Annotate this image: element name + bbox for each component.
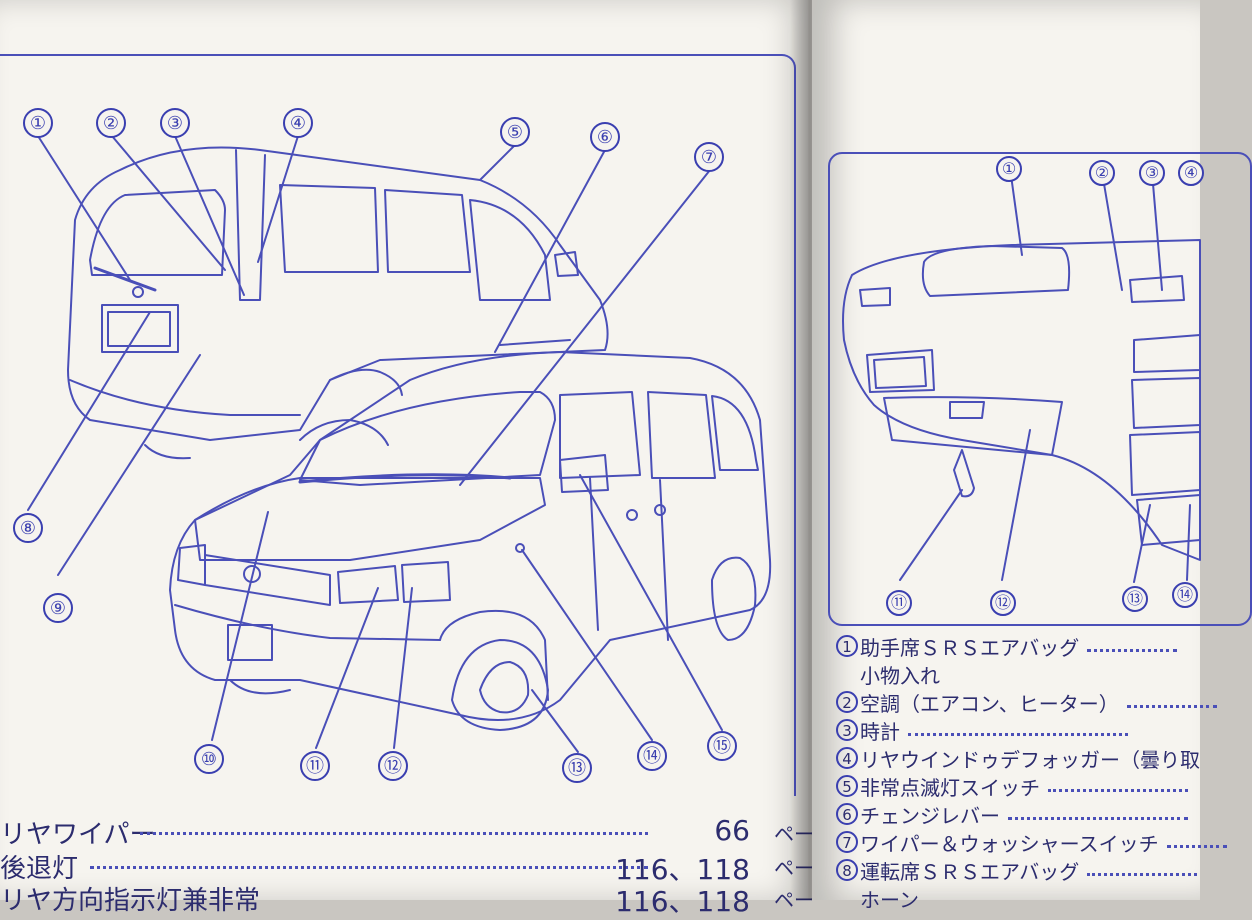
dash-callout-4: ④ xyxy=(1178,160,1204,186)
leader-dots xyxy=(1126,704,1217,708)
callout-3: ③ xyxy=(160,108,190,138)
leader-dots xyxy=(1087,648,1178,652)
legend-row: 5 非常点滅灯スイッチ xyxy=(836,772,1188,800)
legend-number: 8 xyxy=(836,859,858,881)
index-label: リヤ方向指示灯兼非常 xyxy=(0,886,261,916)
legend-number: 1 xyxy=(836,635,858,657)
callout-2: ② xyxy=(96,108,126,138)
legend-label: ホーン xyxy=(860,887,919,912)
index-row: 後退灯 116、118 ペー xyxy=(0,848,814,886)
callout-10: ⑩ xyxy=(194,744,224,774)
legend-row: 4 リヤウインドゥデフォッガー（曇り取 xyxy=(836,744,1200,772)
callout-7: ⑦ xyxy=(694,142,724,172)
legend-number: 7 xyxy=(836,831,858,853)
index-row: リヤワイパー 66 ペー xyxy=(0,814,814,850)
leader-dots xyxy=(1087,872,1198,876)
callout-4: ④ xyxy=(283,108,313,138)
page-unit: ペー xyxy=(774,888,814,912)
legend-number: 6 xyxy=(836,803,858,825)
leader-dots xyxy=(1166,844,1227,848)
legend-row: 7 ワイパー＆ウォッシャースイッチ xyxy=(836,828,1227,856)
dash-callout-1: ① xyxy=(996,156,1022,182)
page-unit: ペー xyxy=(774,852,814,881)
leader-dots xyxy=(1048,788,1188,792)
dash-callout-3: ③ xyxy=(1139,160,1165,186)
callout-1: ① xyxy=(23,108,53,138)
legend-label: リヤウインドゥデフォッガー（曇り取 xyxy=(860,747,1200,772)
left-page: ① ② ③ ④ ⑤ ⑥ ⑦ ⑧ ⑨ ⑩ ⑪ ⑫ ⑬ ⑭ ⑮ リヤワイパー 66 … xyxy=(0,0,814,918)
legend-label: ワイパー＆ウォッシャースイッチ xyxy=(860,831,1159,856)
callout-8: ⑧ xyxy=(13,513,43,543)
legend-row: 6 チェンジレバー xyxy=(836,800,1188,828)
callout-11: ⑪ xyxy=(300,751,330,781)
index-page: 66 xyxy=(714,814,750,847)
legend-row: 小物入れ xyxy=(860,660,940,688)
legend-number: 2 xyxy=(836,691,858,713)
index-page: 116、118 xyxy=(615,885,750,918)
callout-9: ⑨ xyxy=(43,593,73,623)
legend-row: ホーン xyxy=(860,884,919,912)
index-label: リヤワイパー xyxy=(0,820,156,850)
dash-callout-11: ⑪ xyxy=(886,590,912,616)
leader-dots xyxy=(90,866,648,869)
right-page: ① ② ③ ④ ⑪ ⑫ ⑬ ⑭ 1 助手席ＳＲＳエアバッグ 小物入れ 2 空調（… xyxy=(812,0,1252,912)
illustration-frame xyxy=(0,54,796,796)
dash-callout-13: ⑬ xyxy=(1122,586,1148,612)
legend-label: チェンジレバー xyxy=(860,803,1000,828)
callout-6: ⑥ xyxy=(590,122,620,152)
legend-row: 8 運転席ＳＲＳエアバッグ xyxy=(836,856,1198,884)
legend-label: 助手席ＳＲＳエアバッグ xyxy=(860,635,1080,660)
callout-5: ⑤ xyxy=(500,117,530,147)
exterior-illustration xyxy=(27,135,772,753)
dash-callout-14: ⑭ xyxy=(1172,582,1198,608)
legend-number: 3 xyxy=(836,719,858,741)
index-page: 116、118 xyxy=(615,853,750,886)
legend-number: 5 xyxy=(836,775,858,797)
leader-dots xyxy=(140,832,648,835)
leader-dots xyxy=(1008,816,1188,820)
legend-label: 非常点滅灯スイッチ xyxy=(860,775,1040,800)
callout-13: ⑬ xyxy=(562,753,592,783)
callout-14: ⑭ xyxy=(637,741,667,771)
legend-label: 運転席ＳＲＳエアバッグ xyxy=(860,859,1080,884)
index-label: 後退灯 xyxy=(0,854,79,884)
dashboard-illustration xyxy=(842,167,1201,583)
dash-callout-12: ⑫ xyxy=(990,590,1016,616)
dashboard-frame xyxy=(828,152,1252,626)
legend-row: 1 助手席ＳＲＳエアバッグ xyxy=(836,632,1178,660)
legend-label: 空調（エアコン、ヒーター） xyxy=(860,691,1119,716)
legend-row: 3 時計 xyxy=(836,716,1128,744)
page-unit: ペー xyxy=(774,818,814,847)
legend-number: 4 xyxy=(836,747,858,769)
index-row: リヤ方向指示灯兼非常 116、118 ペー xyxy=(0,880,814,918)
dash-callout-2: ② xyxy=(1089,160,1115,186)
legend-label: 時計 xyxy=(860,719,900,744)
leader-dots xyxy=(908,732,1128,736)
legend-label: 小物入れ xyxy=(860,663,940,688)
callout-12: ⑫ xyxy=(378,751,408,781)
legend-row: 2 空調（エアコン、ヒーター） xyxy=(836,688,1217,716)
callout-15: ⑮ xyxy=(707,731,737,761)
